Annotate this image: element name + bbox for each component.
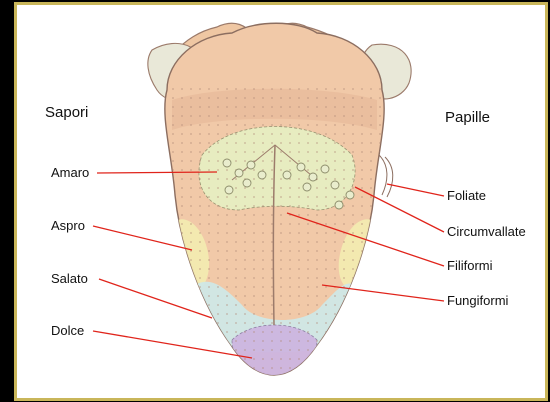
tongue-illustration	[148, 23, 411, 385]
label-salato: Salato	[51, 271, 88, 286]
leader-foliate	[387, 184, 444, 196]
foliate-ridges	[379, 155, 387, 195]
label-filiformi: Filiformi	[447, 258, 493, 273]
label-dolce: Dolce	[51, 323, 84, 338]
label-amaro: Amaro	[51, 165, 89, 180]
diagram-frame: Sapori Papille	[14, 2, 548, 401]
tongue-diagram: Sapori Papille	[17, 5, 545, 398]
leader-aspro	[93, 226, 192, 250]
leader-salato	[99, 279, 212, 318]
label-foliate: Foliate	[447, 188, 486, 203]
label-circumvallate: Circumvallate	[447, 224, 526, 239]
heading-papille: Papille	[445, 109, 490, 126]
label-fungiformi: Fungiformi	[447, 293, 509, 308]
label-aspro: Aspro	[51, 218, 85, 233]
heading-sapori: Sapori	[45, 104, 88, 121]
papillae-texture	[157, 85, 397, 385]
foliate-ridges-outer	[385, 157, 393, 197]
